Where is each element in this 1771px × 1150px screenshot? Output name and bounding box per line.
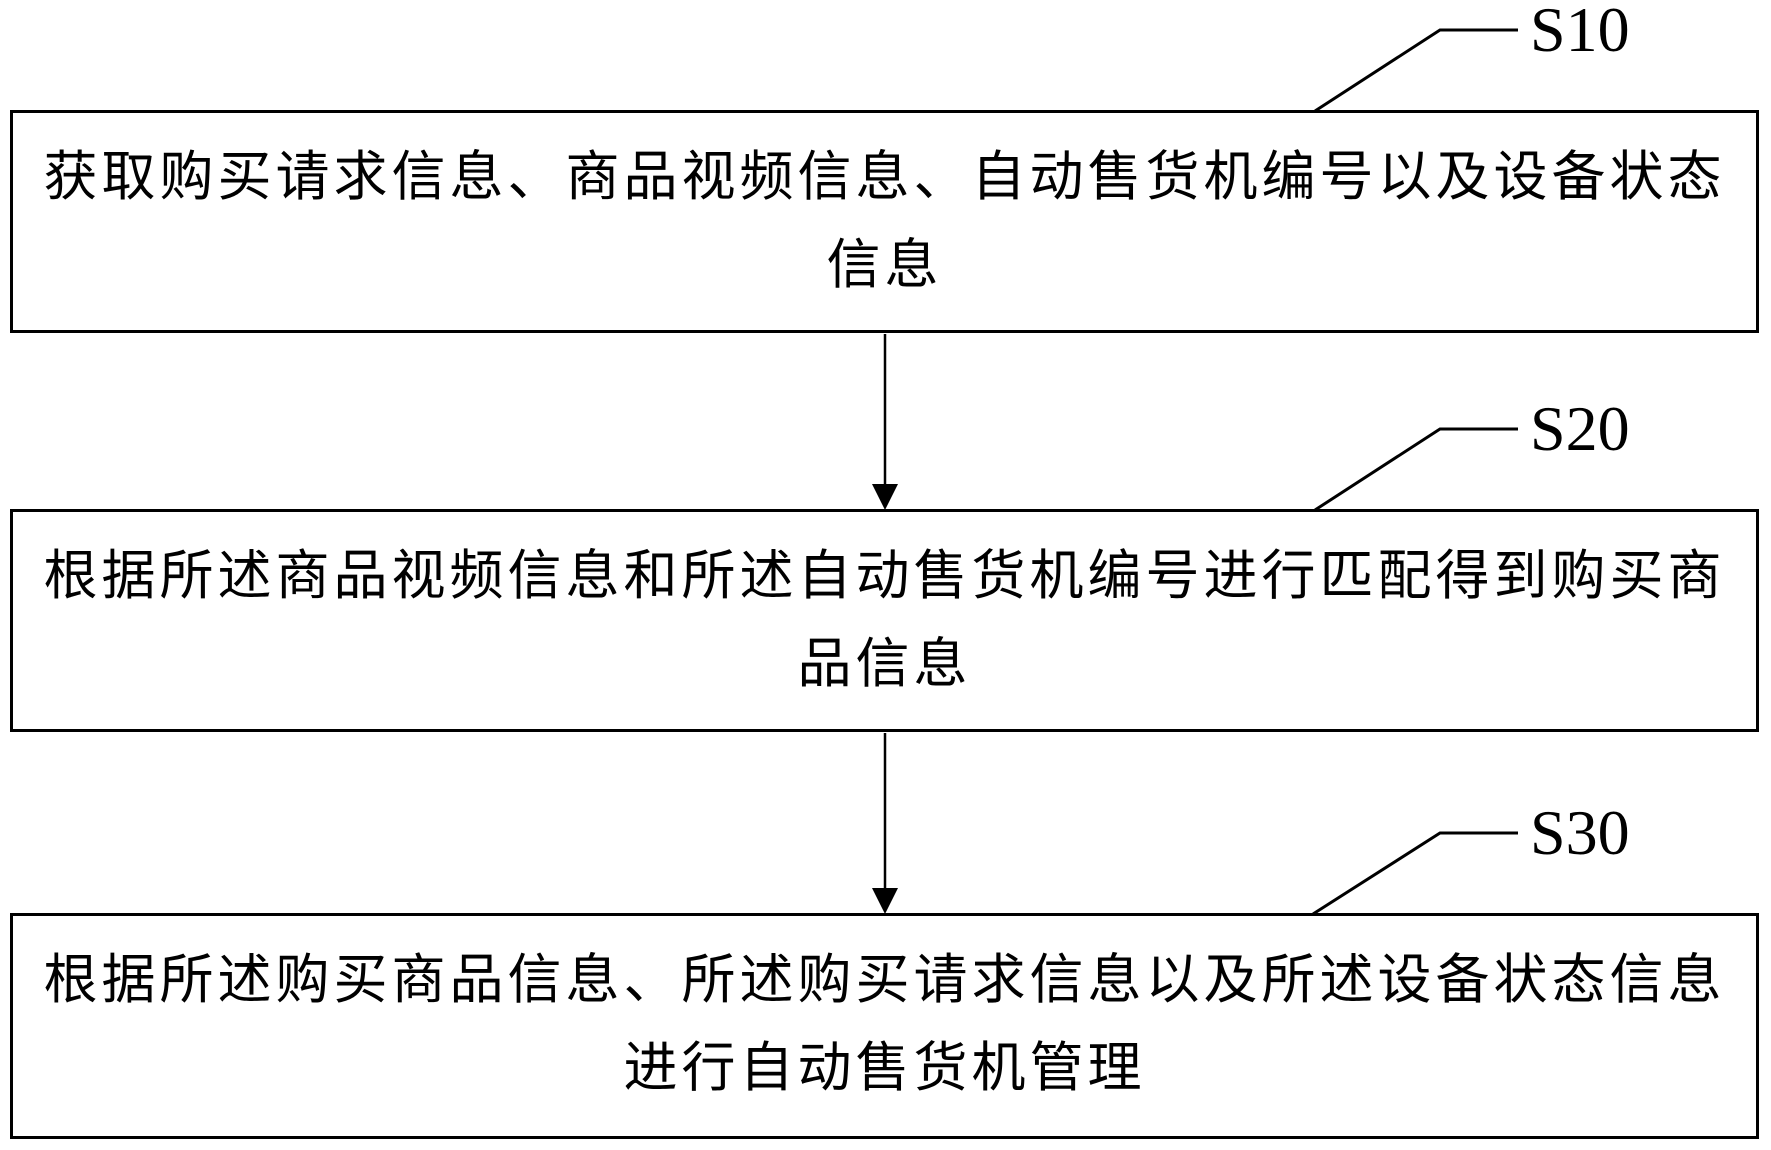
step-1-box: 获取购买请求信息、商品视频信息、自动售货机编号以及设备状态 信息 (10, 110, 1759, 333)
step-1-text-line-1: 获取购买请求信息、商品视频信息、自动售货机编号以及设备状态 (43, 145, 1726, 208)
step-3-text-line-1: 根据所述购买商品信息、所述购买请求信息以及所述设备状态信息 (43, 948, 1726, 1011)
s20-leader-line (1314, 427, 1518, 512)
step-3-text-line-2: 进行自动售货机管理 (623, 1036, 1146, 1099)
step-2-box: 根据所述商品视频信息和所述自动售货机编号进行匹配得到购买商 品信息 (10, 509, 1759, 732)
step-1-text-line-2: 信息 (826, 233, 943, 296)
arrow-1-head-icon (872, 484, 898, 510)
step-3-box: 根据所述购买商品信息、所述购买请求信息以及所述设备状态信息 进行自动售货机管理 (10, 913, 1759, 1139)
step-2-label: S20 (1530, 393, 1630, 464)
s30-leader-line (1312, 831, 1518, 916)
step-2-text-line-1: 根据所述商品视频信息和所述自动售货机编号进行匹配得到购买商 (43, 544, 1726, 607)
step-1-label: S10 (1530, 0, 1630, 65)
s10-leader-line (1314, 28, 1518, 113)
step-2-text-line-2: 品信息 (797, 632, 972, 695)
step-3-label: S30 (1530, 797, 1630, 868)
arrow-2-head-icon (872, 888, 898, 914)
